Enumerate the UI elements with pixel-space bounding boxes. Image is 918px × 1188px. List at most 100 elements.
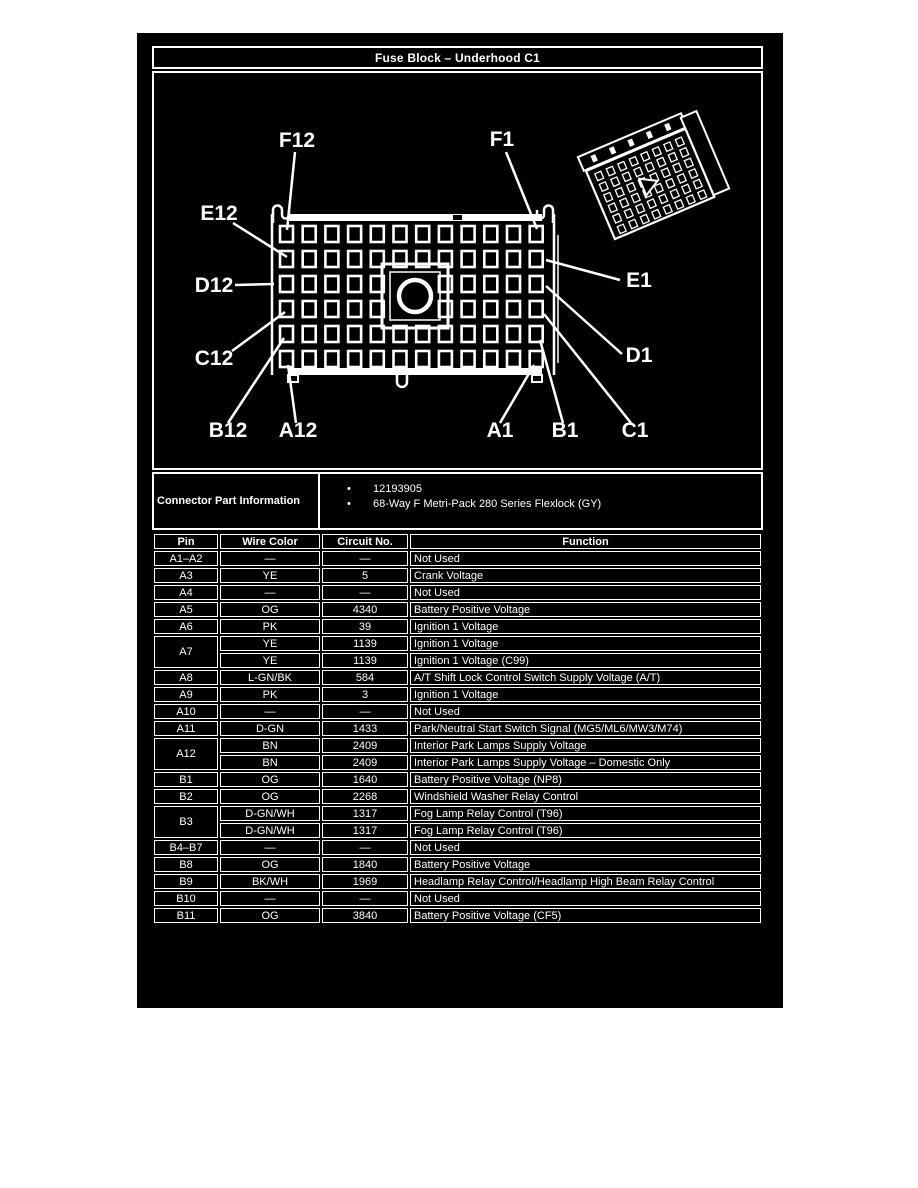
pin-cell: A7	[154, 636, 218, 668]
pin-hole	[369, 299, 386, 319]
function-cell: Battery Positive Voltage	[410, 602, 761, 617]
pin-hole	[414, 249, 431, 269]
pin-hole	[392, 324, 408, 344]
circuit-cell: 2268	[322, 789, 408, 804]
bottom-center-notch	[395, 375, 409, 389]
header-pin: Pin	[154, 534, 218, 549]
iso-pin-hole	[644, 161, 656, 173]
function-cell: Not Used	[410, 704, 761, 719]
part-number: 12193905	[373, 483, 422, 495]
circuit-cell: 3840	[322, 908, 408, 923]
iso-pin-hole	[676, 172, 688, 184]
circuit-cell: 2409	[322, 738, 408, 753]
pin-hole	[324, 349, 340, 369]
label-b1: B1	[552, 419, 579, 442]
pin-cell: B9	[154, 874, 218, 889]
fuse-block-figure: Fuse Block – Underhood C1	[137, 33, 783, 1008]
table-row: A1–A2 — — Not Used	[154, 551, 761, 566]
wire-color-cell: OG	[220, 602, 320, 617]
figure-title-text: Fuse Block – Underhood C1	[374, 50, 541, 65]
pin-cell: B2	[154, 789, 218, 804]
table-row: A11 D-GN 1433 Park/Neutral Start Switch …	[154, 721, 761, 736]
pin-hole	[437, 249, 454, 269]
table-row: A12 BN 2409 Interior Park Lamps Supply V…	[154, 738, 761, 770]
iso-pin-hole	[655, 156, 667, 168]
iso-pin-hole	[598, 180, 610, 193]
table-row: A5 OG 4340 Battery Positive Voltage	[154, 602, 761, 617]
wire-color-cell: D-GN/WH	[220, 823, 320, 838]
list-item: • 12193905	[347, 482, 761, 497]
table-row: A7 YE 1139 Ignition 1 Voltage	[154, 636, 761, 668]
pin-cell: B1	[154, 772, 218, 787]
circuit-cell: 1139	[322, 636, 408, 651]
pin-cell: A4	[154, 585, 218, 600]
wire-color-cell: PK	[220, 619, 320, 634]
iso-pin-hole	[618, 197, 630, 209]
iso-pin-hole	[696, 189, 708, 201]
label-c12: C12	[195, 347, 234, 370]
wire-color-cell: PK	[220, 687, 320, 702]
iso-latch-tooth	[590, 154, 598, 163]
iso-pin-hole	[628, 155, 640, 167]
pin-cell: B10	[154, 891, 218, 906]
iso-pin-hole	[651, 145, 663, 158]
iso-pin-hole	[602, 191, 614, 203]
iso-pin-hole	[660, 167, 672, 179]
pin-hole	[346, 324, 363, 344]
bullet-icon: •	[347, 483, 351, 495]
leader-b1	[538, 339, 565, 424]
pin-hole	[528, 299, 545, 319]
table-row: BN 2409 Interior Park Lamps Supply Volta…	[154, 755, 761, 770]
pin-hole	[505, 324, 522, 344]
iso-latch-tooth	[664, 122, 672, 132]
circuit-cell: —	[322, 551, 408, 566]
iso-pin-hole	[683, 157, 695, 169]
leader-c1	[543, 313, 632, 424]
pin-hole	[301, 299, 317, 319]
function-cell: Interior Park Lamps Supply Voltage – Dom…	[410, 755, 761, 770]
circuit-cell: 39	[322, 619, 408, 634]
circuit-cell: 2409	[322, 755, 408, 770]
iso-pin-hole	[669, 188, 681, 200]
label-a1: A1	[487, 419, 514, 442]
label-e1: E1	[626, 269, 652, 292]
pin-cell: A3	[154, 568, 218, 583]
iso-pin-hole	[653, 182, 665, 194]
table-row: B3 D-GN/WH 1317 Fog Lamp Relay Control (…	[154, 806, 761, 838]
iso-pin-hole	[687, 167, 699, 180]
wire-color-cell: —	[220, 551, 320, 566]
pin-hole	[301, 274, 317, 294]
iso-arrow-mark	[637, 177, 660, 198]
connector-top-bar	[288, 214, 542, 221]
function-cell: Fog Lamp Relay Control (T96)	[410, 806, 761, 821]
label-d12: D12	[195, 274, 234, 297]
pin-hole	[346, 224, 363, 244]
connector-part-information: Connector Part Information • 12193905 • …	[152, 472, 763, 530]
function-cell: Ignition 1 Voltage	[410, 687, 761, 702]
pin-hole	[460, 324, 476, 344]
function-cell: Battery Positive Voltage (CF5)	[410, 908, 761, 923]
function-cell: Windshield Washer Relay Control	[410, 789, 761, 804]
bottom-left-tab	[287, 374, 299, 383]
iso-pin-hole	[616, 223, 628, 235]
table-row: B10 — — Not Used	[154, 891, 761, 906]
iso-latch-tooth	[645, 130, 654, 140]
pin-hole	[437, 299, 454, 319]
table-row: A9 PK 3 Ignition 1 Voltage	[154, 687, 761, 702]
wire-color-cell: OG	[220, 908, 320, 923]
leader-e1	[545, 258, 621, 282]
header-wire-color: Wire Color	[220, 534, 320, 549]
iso-pin-hole	[685, 194, 697, 206]
pin-hole	[369, 349, 386, 369]
pin-hole	[505, 299, 522, 319]
pin-hole	[392, 224, 408, 244]
function-cell: Battery Positive Voltage (NP8)	[410, 772, 761, 787]
circuit-cell: 4340	[322, 602, 408, 617]
label-f1: F1	[490, 128, 515, 151]
pin-hole	[528, 274, 545, 294]
table-row: B4–B7 — — Not Used	[154, 840, 761, 855]
pin-hole	[460, 224, 476, 244]
iso-pin-hole	[634, 202, 646, 215]
iso-pin-hole	[662, 203, 674, 215]
pin-hole	[369, 324, 386, 344]
